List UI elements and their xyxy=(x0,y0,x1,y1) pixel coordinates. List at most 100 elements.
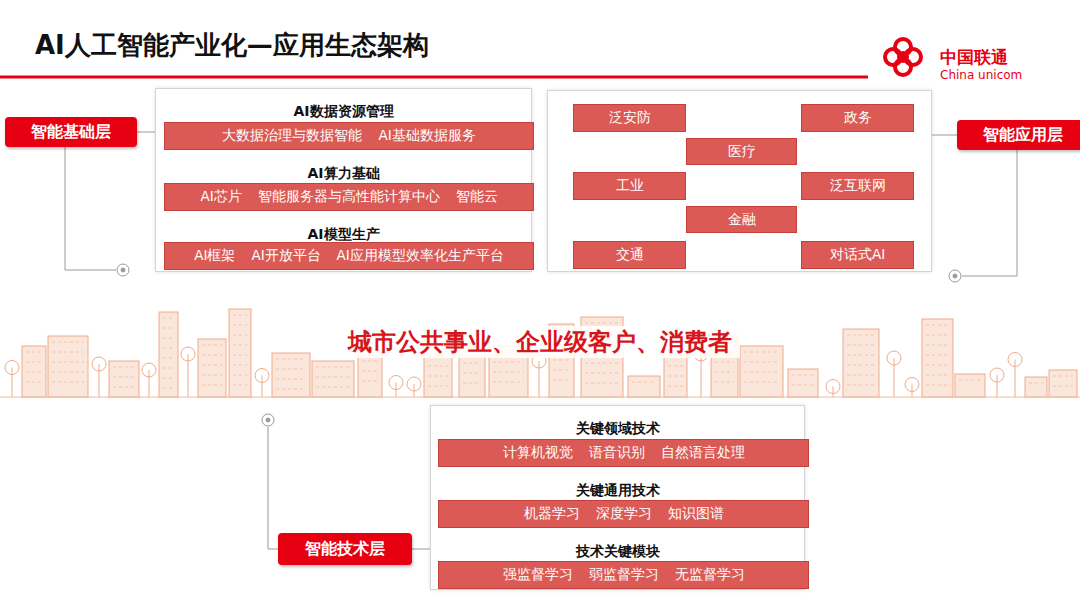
window-row xyxy=(233,355,247,356)
window-row xyxy=(847,365,875,366)
window-row xyxy=(233,365,247,366)
item-text: AI框架 xyxy=(194,247,235,265)
window-row xyxy=(585,363,619,364)
item-text: AI基础数据服务 xyxy=(378,127,475,145)
item-text: 交通 xyxy=(616,246,644,264)
tree xyxy=(407,377,421,391)
item-text: AI芯片 xyxy=(200,188,241,206)
window-row xyxy=(233,385,247,386)
tree xyxy=(701,354,702,397)
window-row xyxy=(362,381,378,382)
tech-bar: 强监督学习弱监督学习无监督学习 xyxy=(438,561,809,589)
window-row xyxy=(276,379,306,380)
item-text: AI应用模型效率化生产平台 xyxy=(337,247,504,265)
window-row xyxy=(202,385,222,386)
item-text: 知识图谱 xyxy=(668,505,724,523)
item-text: 语音识别 xyxy=(589,444,645,462)
window-row xyxy=(428,376,448,377)
tech-bar: 机器学习深度学习知识图谱 xyxy=(438,500,809,528)
window-row xyxy=(493,362,524,363)
window-row xyxy=(926,325,949,326)
building xyxy=(48,336,88,397)
title: AI人工智能产业化—应用生态架构 xyxy=(35,28,429,63)
window-row xyxy=(493,372,524,373)
tree xyxy=(833,387,834,398)
tree xyxy=(181,347,195,361)
domain-box: 金融 xyxy=(686,206,797,233)
window-row xyxy=(744,352,779,353)
window-row xyxy=(276,359,306,360)
connector-line xyxy=(932,135,957,136)
item-text: 计算机视觉 xyxy=(503,444,573,462)
window-row xyxy=(163,358,174,359)
window-row xyxy=(1029,383,1043,384)
tree xyxy=(1008,353,1022,367)
window-row xyxy=(316,387,350,388)
title-rule xyxy=(0,76,868,79)
window-row xyxy=(233,315,247,316)
window-row xyxy=(26,382,42,383)
window-row xyxy=(926,365,949,366)
window-row xyxy=(668,386,683,387)
building xyxy=(22,346,46,397)
connector xyxy=(137,132,155,133)
window-row xyxy=(1053,376,1073,377)
building xyxy=(1025,377,1047,397)
window-row xyxy=(715,362,734,363)
tree xyxy=(539,361,540,397)
window-row xyxy=(233,375,247,376)
window-row xyxy=(668,376,683,377)
window-row xyxy=(113,367,135,368)
item-text: 智能服务器与高性能计算中心 xyxy=(258,188,440,206)
item-text: 工业 xyxy=(616,177,644,195)
tree xyxy=(92,357,106,371)
item-text: 政务 xyxy=(844,109,872,127)
window-row xyxy=(585,373,619,374)
domain-box: 对话式AI xyxy=(801,241,914,269)
window-row xyxy=(202,375,222,376)
tree xyxy=(990,368,1004,382)
window-row xyxy=(668,366,683,367)
tree xyxy=(99,364,100,397)
connector-line xyxy=(412,549,430,550)
window-row xyxy=(632,382,656,383)
building xyxy=(1049,370,1077,397)
tree xyxy=(255,369,269,383)
layer-badge: 智能应用层 xyxy=(957,120,1080,150)
building xyxy=(272,353,310,397)
tree xyxy=(912,385,913,398)
window-row xyxy=(553,360,570,361)
audience-label: 城市公共事业、企业级客户、消费者 xyxy=(0,326,1080,358)
tree xyxy=(894,358,895,397)
tree xyxy=(389,376,403,390)
item-text: 对话式AI xyxy=(830,246,885,264)
window-row xyxy=(463,383,481,384)
window-row xyxy=(847,375,875,376)
city-illustration xyxy=(0,309,1080,397)
window-row xyxy=(52,352,84,353)
tree xyxy=(5,361,19,375)
layer-panel: AI数据资源管理AI算力基础AI模型生产大数据治理与数据智能AI基础数据服务AI… xyxy=(155,88,532,272)
item-text: 泛安防 xyxy=(609,109,651,127)
window-row xyxy=(52,382,84,383)
tech-bar: 大数据治理与数据智能AI基础数据服务 xyxy=(164,122,534,150)
building xyxy=(740,346,783,397)
window-row xyxy=(463,363,481,364)
tech-bar: 计算机视觉语音识别自然语言处理 xyxy=(438,439,809,467)
window-row xyxy=(493,382,524,383)
connector xyxy=(932,135,957,136)
building xyxy=(198,339,226,397)
item-text: 机器学习 xyxy=(524,505,580,523)
building xyxy=(843,329,879,397)
logo-text: 中国联通 xyxy=(940,46,1008,69)
window-row xyxy=(202,355,222,356)
window-row xyxy=(585,323,619,324)
window-row xyxy=(233,325,247,326)
item-text: 无监督学习 xyxy=(675,566,745,584)
item-text: 深度学习 xyxy=(596,505,652,523)
window-row xyxy=(26,372,42,373)
window-row xyxy=(744,372,779,373)
window-row xyxy=(276,369,306,370)
building xyxy=(229,309,251,397)
badge-text: 智能应用层 xyxy=(983,125,1063,146)
